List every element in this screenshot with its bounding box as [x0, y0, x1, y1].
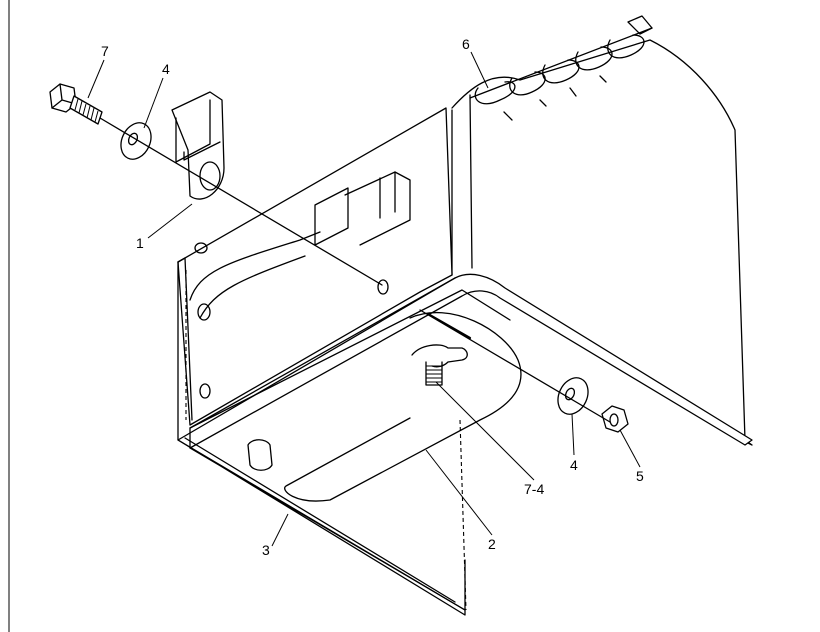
- callout-1: 1: [136, 235, 144, 251]
- bolt-7-4: [411, 344, 468, 386]
- callout-4: 4: [162, 61, 170, 77]
- plate-hole: [199, 383, 211, 399]
- plate-hole: [197, 303, 211, 321]
- base-cutout: [284, 312, 522, 502]
- callout-7: 7: [101, 43, 109, 59]
- assembly-axis-left: [99, 117, 383, 286]
- leader-lines: [87, 51, 641, 547]
- base-tab: [247, 439, 273, 471]
- clip-part-1: [171, 91, 225, 200]
- inner-bracket: [314, 171, 411, 246]
- callout-7-4: 7-4: [524, 481, 544, 497]
- nut-5: [601, 405, 629, 433]
- callout-6: 6: [462, 36, 470, 52]
- callout-5: 5: [636, 468, 644, 484]
- mount-hole: [377, 279, 389, 295]
- callout-2: 2: [488, 536, 496, 552]
- callout-4: 4: [570, 457, 578, 473]
- callout-3: 3: [262, 542, 270, 558]
- axis-thick-segment: [426, 312, 472, 340]
- plate-curved-slot: [189, 231, 321, 319]
- back-panel: [451, 39, 753, 446]
- left-side-plate: [177, 107, 453, 426]
- washer-4-left: [120, 122, 152, 160]
- plate-fold: [177, 257, 193, 421]
- back-panel-edge: [451, 94, 473, 276]
- coil-spring: [474, 15, 653, 121]
- washer-4-right: [557, 377, 589, 415]
- bolt-7: [49, 83, 103, 125]
- base-plate: [177, 273, 753, 616]
- plate-hole: [194, 242, 208, 254]
- spring-shaft: [469, 27, 653, 99]
- cutout-hidden-edge: [459, 419, 467, 611]
